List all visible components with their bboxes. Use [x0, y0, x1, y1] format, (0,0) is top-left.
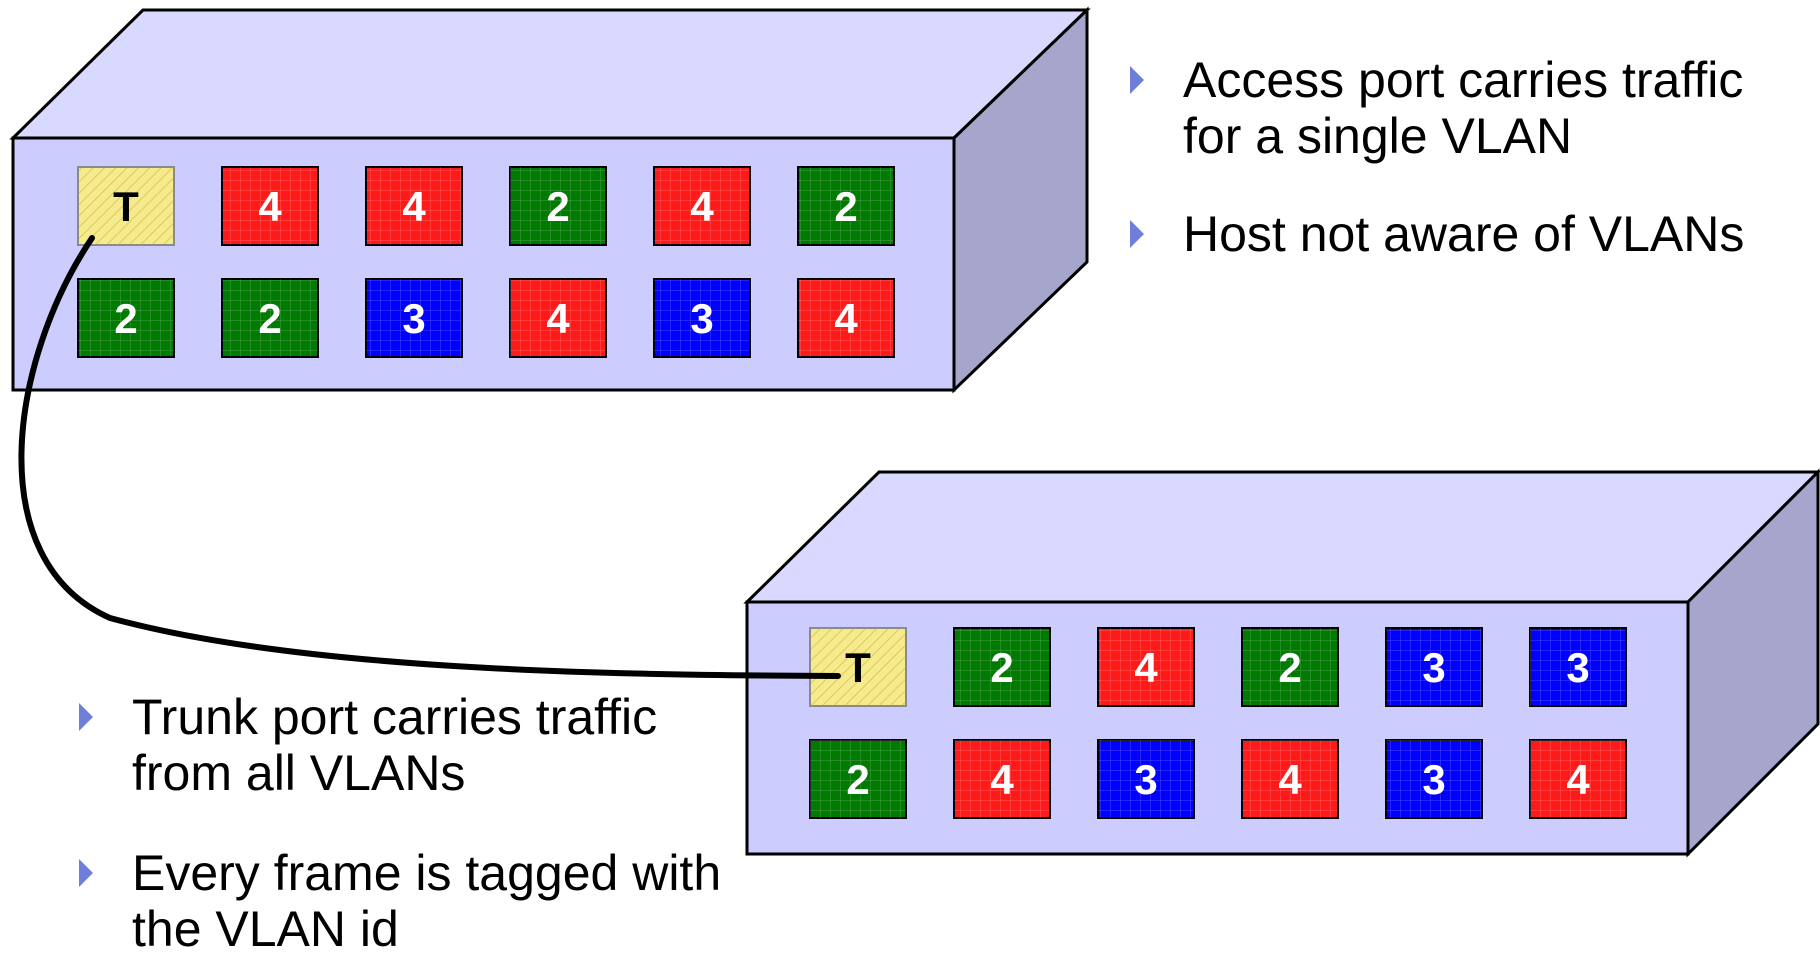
access-port-vlan-4: 4 — [1529, 739, 1627, 819]
bullets-bottom: Trunk port carries traffic from all VLAN… — [74, 689, 734, 957]
port-label: 4 — [258, 183, 282, 230]
port-label: 3 — [1134, 756, 1157, 803]
access-port-vlan-2: 2 — [221, 278, 319, 358]
port-label: 3 — [1422, 756, 1445, 803]
port-label: 2 — [114, 295, 137, 342]
port-label: 2 — [1278, 644, 1301, 691]
port-texture — [810, 628, 906, 706]
trunk-port: T — [77, 166, 175, 246]
port-label: 2 — [258, 295, 281, 342]
port-label: 4 — [1134, 644, 1158, 691]
port-texture — [78, 167, 174, 245]
access-port-vlan-3: 3 — [653, 278, 751, 358]
port-label: 3 — [402, 295, 425, 342]
access-port-vlan-2: 2 — [77, 278, 175, 358]
bullet-text: Every frame is tagged with the VLAN id — [132, 845, 722, 957]
access-port-vlan-2: 2 — [809, 739, 907, 819]
port-texture — [954, 628, 1050, 706]
port-texture — [366, 167, 462, 245]
trunk-port: T — [809, 627, 907, 707]
bullet-frame-tagged: Every frame is tagged with the VLAN id — [74, 845, 734, 957]
port-label: 3 — [1566, 644, 1589, 691]
bullet-arrow-icon — [1130, 66, 1144, 94]
port-label: 3 — [1422, 644, 1445, 691]
switch-top: T 4 4 2 4 2 2 2 3 4 3 4 — [9, 6, 1091, 394]
access-port-vlan-4: 4 — [653, 166, 751, 246]
access-port-vlan-4: 4 — [1097, 627, 1195, 707]
access-port-vlan-2: 2 — [509, 166, 607, 246]
port-texture — [222, 279, 318, 357]
port-label: 4 — [690, 183, 714, 230]
switch-top-ports: T 4 4 2 4 2 2 2 3 4 3 4 — [77, 166, 895, 358]
port-texture — [1098, 740, 1194, 818]
access-port-vlan-4: 4 — [797, 278, 895, 358]
port-label: 4 — [546, 295, 570, 342]
port-texture — [798, 279, 894, 357]
access-port-vlan-4: 4 — [953, 739, 1051, 819]
port-texture — [510, 167, 606, 245]
bullet-arrow-icon — [1130, 220, 1144, 248]
access-port-vlan-2: 2 — [953, 627, 1051, 707]
port-texture — [798, 167, 894, 245]
bullet-host-not-aware: Host not aware of VLANs — [1125, 206, 1815, 262]
port-texture — [1386, 740, 1482, 818]
bullet-text: Trunk port carries traffic from all VLAN… — [132, 689, 658, 801]
port-texture — [654, 167, 750, 245]
port-label: 2 — [990, 644, 1013, 691]
bullet-arrow-icon — [79, 703, 93, 731]
port-label: 2 — [834, 183, 857, 230]
access-port-vlan-3: 3 — [1385, 627, 1483, 707]
port-texture — [1242, 628, 1338, 706]
port-label: 2 — [546, 183, 569, 230]
port-label: T — [845, 644, 871, 691]
access-port-vlan-4: 4 — [509, 278, 607, 358]
port-texture — [510, 279, 606, 357]
port-texture — [1242, 740, 1338, 818]
access-port-vlan-3: 3 — [1529, 627, 1627, 707]
port-texture — [1386, 628, 1482, 706]
port-label: 2 — [846, 756, 869, 803]
access-port-vlan-2: 2 — [797, 166, 895, 246]
switch-top-top-face — [9, 8, 1091, 140]
switch-bottom-top-face — [743, 470, 1820, 604]
port-texture — [1530, 740, 1626, 818]
port-texture — [1098, 628, 1194, 706]
access-port-vlan-4: 4 — [221, 166, 319, 246]
port-label: T — [113, 183, 139, 230]
switch-bottom-ports: T 2 4 2 3 3 2 4 3 4 3 4 — [809, 627, 1627, 819]
access-port-vlan-4: 4 — [1241, 739, 1339, 819]
port-texture — [810, 740, 906, 818]
port-label: 3 — [690, 295, 713, 342]
access-port-vlan-3: 3 — [365, 278, 463, 358]
port-texture — [78, 279, 174, 357]
trunk-cable — [18, 235, 841, 679]
bullet-text: Host not aware of VLANs — [1183, 206, 1745, 262]
access-port-vlan-3: 3 — [1385, 739, 1483, 819]
port-texture — [222, 167, 318, 245]
access-port-vlan-3: 3 — [1097, 739, 1195, 819]
port-label: 4 — [1278, 756, 1302, 803]
port-label: 4 — [1566, 756, 1590, 803]
bullet-trunk-port: Trunk port carries traffic from all VLAN… — [74, 689, 734, 801]
switch-bottom: T 2 4 2 3 3 2 4 3 4 3 4 — [743, 468, 1820, 858]
port-texture — [954, 740, 1050, 818]
access-port-vlan-4: 4 — [365, 166, 463, 246]
port-label: 4 — [402, 183, 426, 230]
port-texture — [1530, 628, 1626, 706]
bullet-arrow-icon — [79, 859, 93, 887]
port-label: 4 — [990, 756, 1014, 803]
bullets-top: Access port carries traffic for a single… — [1125, 52, 1815, 262]
port-texture — [366, 279, 462, 357]
port-texture — [654, 279, 750, 357]
access-port-vlan-2: 2 — [1241, 627, 1339, 707]
bullet-access-port: Access port carries traffic for a single… — [1125, 52, 1815, 164]
bullet-text: Access port carries traffic for a single… — [1183, 52, 1744, 164]
port-label: 4 — [834, 295, 858, 342]
